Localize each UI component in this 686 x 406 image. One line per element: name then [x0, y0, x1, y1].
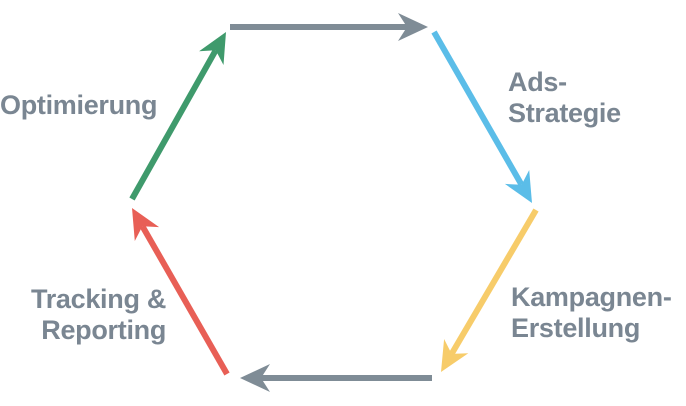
- arrow-kampagnen-erstellung-head: [441, 339, 469, 372]
- arrow-optimierung-shaft: [129, 48, 219, 201]
- arrow-ads-strategie-shaft: [431, 30, 525, 187]
- label-tracking-reporting: Tracking & Reporting: [31, 284, 166, 346]
- label-tracking-line-2: Reporting: [41, 315, 167, 345]
- arrow-optimierung: [129, 32, 226, 201]
- arrow-tracking-reporting-head: [132, 208, 160, 241]
- label-kampagnen-erstellung: Kampagnen- Erstellung: [511, 282, 672, 344]
- arrow-tracking-reporting: [132, 208, 230, 376]
- label-optimierung-line-1: Optimierung: [0, 90, 158, 120]
- arrow-kampagnen-erstellung: [441, 208, 539, 372]
- label-optimierung: Optimierung: [0, 90, 158, 121]
- label-kampagnen-line-2: Erstellung: [511, 313, 641, 343]
- arrow-ads-strategie-head: [504, 170, 532, 203]
- arrow-bottom: [240, 364, 432, 392]
- arrow-ads-strategie: [431, 30, 532, 203]
- label-ads-line-1: Ads-: [508, 67, 567, 97]
- arrow-top-head: [398, 13, 428, 41]
- label-tracking-line-1: Tracking &: [31, 284, 167, 314]
- arrow-optimierung-head: [199, 32, 226, 65]
- arrow-bottom-head: [240, 364, 270, 392]
- label-ads-line-2: Strategie: [508, 98, 621, 128]
- arrow-kampagnen-erstellung-shaft: [449, 208, 539, 356]
- label-kampagnen-line-1: Kampagnen-: [511, 282, 672, 312]
- arrow-tracking-reporting-shaft: [139, 224, 230, 376]
- label-ads-strategie: Ads- Strategie: [508, 67, 621, 129]
- arrow-top: [230, 13, 428, 41]
